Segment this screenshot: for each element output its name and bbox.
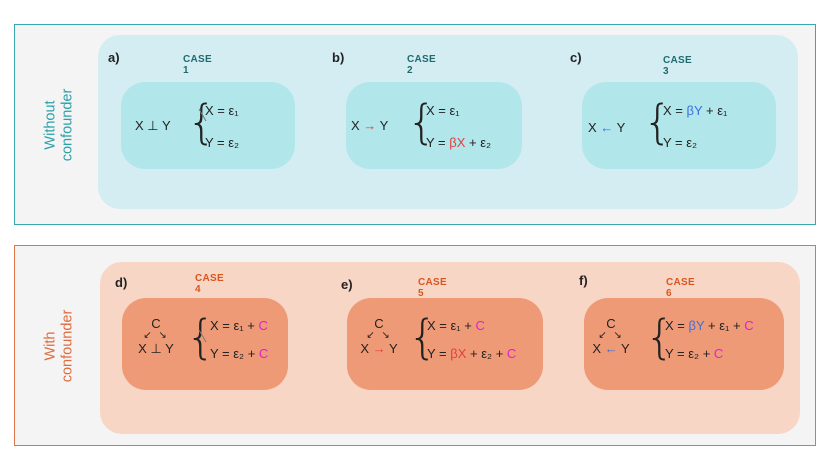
case-6-box [584,298,784,390]
causal-arrow-right: → [363,118,377,133]
case-letter-a: a) [108,50,120,65]
case-6-eq-x: X = βY + ε₁ + C [665,318,754,333]
case-letter-b: b) [332,50,345,65]
case-2-eq-x: X = ε₁ [426,103,460,118]
case-3-title: CASE 3 [663,55,692,77]
case-2-title: CASE 2 [407,54,436,76]
case-5-title: CASE 5 [418,277,447,299]
causal-arrow-left: ← [600,120,614,135]
causal-arrow-right: → [372,341,386,356]
without-confounder-panel: Without confounder a) CASE 1 X ⊥ Y { X =… [14,24,816,225]
case-6-confounder-graph: C ↙ ↘ X ← Y [581,316,641,356]
case-letter-c: c) [570,50,582,65]
case-1-box [121,82,295,169]
confounder-arrows: ↙ ↘ [143,330,169,341]
case-6-brace: { [645,310,675,364]
case-4-brace: { [186,310,216,364]
case-5-eq-y: Y = βX + ε₂ + C [427,346,517,361]
case-1-eq-x: X = ε₁ [205,103,239,118]
case-5-confounder-graph: C ↙ ↘ X → Y [349,316,409,356]
case-5-brace: { [408,310,438,364]
case-2-brace: { [407,95,437,149]
case-letter-d: d) [115,275,128,290]
case-4-eq-y: Y = ε₂ + C [210,346,269,361]
case-6-eq-y: Y = ε₂ + C [665,346,724,361]
case-5-box [347,298,543,390]
case-2-relation: X → Y [351,118,389,133]
case-2-box [346,82,522,169]
confounder-arrows: ↙ ↘ [366,330,392,341]
confounder-arrows: ↙ ↘ [598,330,624,341]
case-1-title: CASE 1 [183,54,212,76]
with-confounder-panel: With confounder d) CASE 4 C ↙ ↘ X ⊥ Y { … [14,245,816,446]
case-4-confounder-graph: C ↙ ↘ X ⊥ Y [126,316,186,357]
case-6-title: CASE 6 [666,277,695,299]
case-4-box [122,298,288,390]
case-letter-e: e) [341,277,353,292]
causal-arrow-left: ← [604,341,618,356]
case-4-eq-x: X = ε₁ + C [210,318,268,333]
case-3-eq-x: X = βY + ε₁ [663,103,728,118]
case-3-box [582,82,776,169]
case-1-brace: { [187,95,217,149]
case-5-eq-x: X = ε₁ + C [427,318,485,333]
panel-label-with-confounder: With confounder [42,309,75,382]
panel-label-without-confounder: Without confounder [42,88,75,161]
case-3-eq-y: Y = ε₂ [663,135,698,150]
case-letter-f: f) [579,273,588,288]
case-3-relation: X ← Y [588,120,626,135]
case-1-relation: X ⊥ Y [135,118,171,133]
case-1-eq-y: Y = ε₂ [205,135,240,150]
case-2-eq-y: Y = βX + ε₂ [426,135,492,150]
case-3-brace: { [643,95,673,149]
case-4-title: CASE 4 [195,273,224,295]
